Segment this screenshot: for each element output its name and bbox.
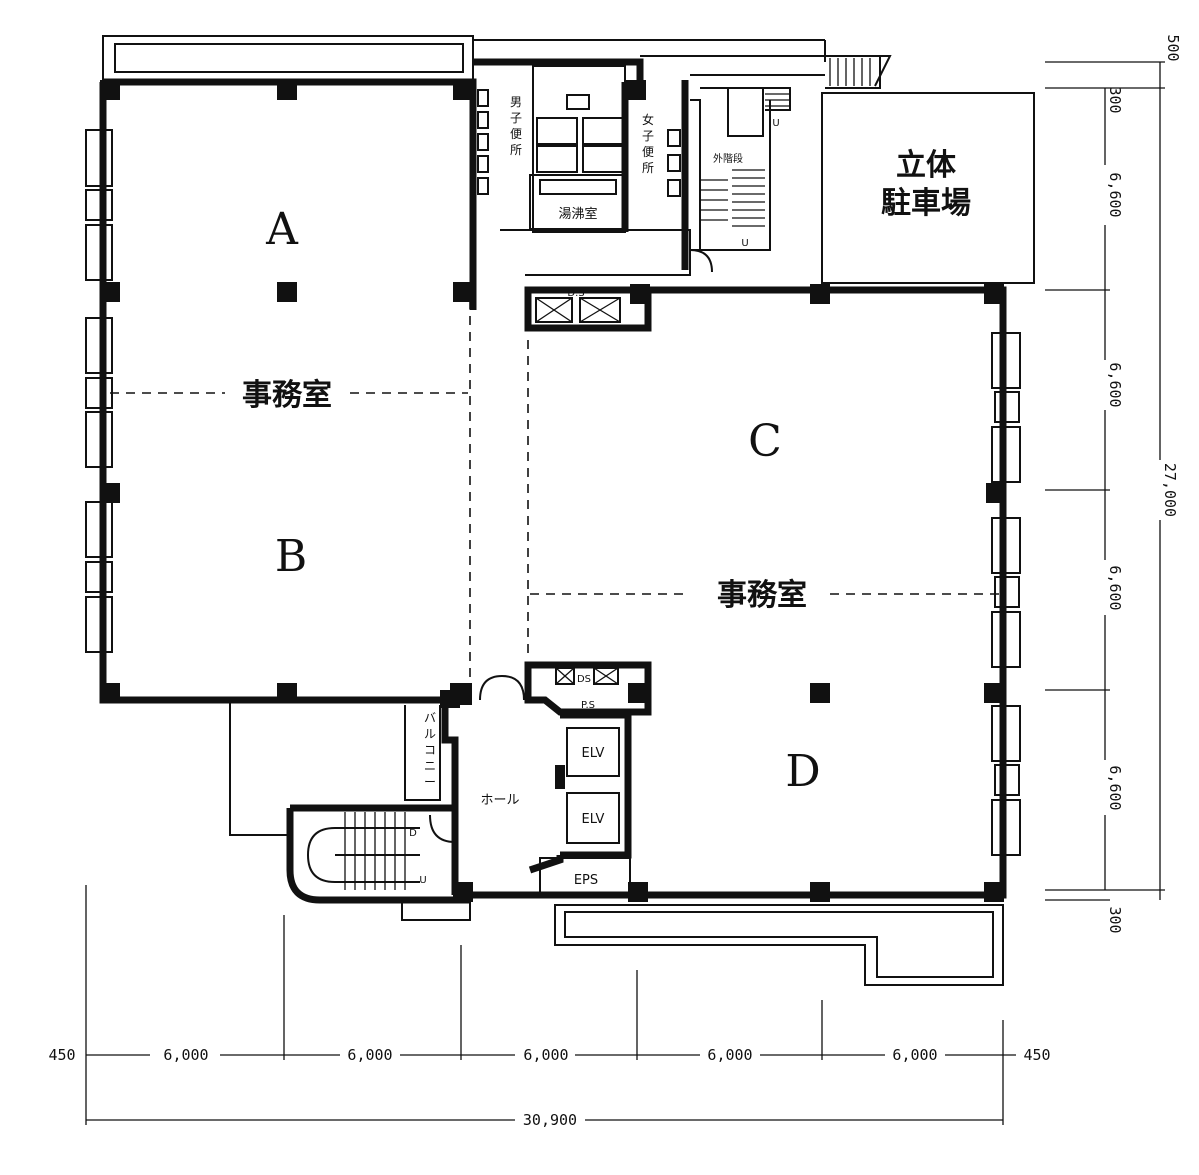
room-b-label: B <box>275 531 307 582</box>
dim-bottom-1: 6,000 <box>163 1046 208 1064</box>
column <box>100 483 120 503</box>
right-block: D.S C 事務室 D <box>472 284 1021 902</box>
dim-bottom-2: 6,000 <box>347 1046 392 1064</box>
dim-right-3: 6,600 <box>1106 362 1124 407</box>
parking: 立体 駐車場 <box>821 92 1035 284</box>
outer-stair-steps <box>700 58 871 227</box>
top-balcony-inner <box>114 43 464 73</box>
dim-bottom-total: 30,900 <box>523 1111 577 1129</box>
dimension-right: 500 300 6,600 6,600 6,600 6,600 300 27,0… <box>1045 34 1182 934</box>
ps-label: P.S <box>581 700 595 711</box>
column <box>277 80 297 100</box>
stair-up-label-1: U <box>772 118 779 129</box>
dim-right-6: 300 <box>1106 906 1124 933</box>
womens-stalls <box>667 129 681 197</box>
room-d-label: D <box>785 746 820 797</box>
column <box>100 683 120 703</box>
dim-right-5: 6,600 <box>1106 765 1124 810</box>
dimension-bottom: 450 6,000 6,000 6,000 6,000 6,000 450 30… <box>48 885 1051 1129</box>
urinals <box>477 89 489 195</box>
dim-right-0: 500 <box>1164 34 1182 61</box>
column <box>100 282 120 302</box>
dim-bottom-3: 6,000 <box>523 1046 568 1064</box>
balcony-label: バルコニー <box>424 711 436 789</box>
column <box>100 80 120 100</box>
wall-ab-top <box>103 78 477 310</box>
outer-stair-label: 外階段 <box>713 152 743 165</box>
stair-d-label: D <box>409 828 417 839</box>
dim-bottom-4: 6,000 <box>707 1046 752 1064</box>
lower-core: DS P.S ELV ELV EPS ホール バルコニー D <box>229 661 652 921</box>
right-windows <box>991 332 1021 856</box>
toilet-core: 男子便所 女子便所 湯沸室 <box>473 39 826 276</box>
room-a-label: A <box>265 204 299 255</box>
parking-outline <box>821 92 1035 284</box>
stair-wall <box>286 804 470 904</box>
dim-bottom-0: 450 <box>48 1046 75 1064</box>
womens-toilet-label: 女子便所 <box>642 112 654 175</box>
ds-top-label: D.S <box>567 288 584 299</box>
left-block: A 事務室 B <box>85 35 477 705</box>
dim-right-total: 27,000 <box>1161 463 1179 517</box>
office-left-label: 事務室 <box>242 378 332 413</box>
parking-label-1: 立体 <box>896 148 957 183</box>
ds-shaft-top <box>524 286 652 332</box>
ds-mid-label: DS <box>577 674 591 685</box>
dim-bottom-6: 450 <box>1023 1046 1050 1064</box>
eps-label: EPS <box>574 873 598 888</box>
top-balcony <box>102 35 474 81</box>
column <box>453 282 473 302</box>
outer-stair: 外階段 U U <box>640 55 892 273</box>
dim-right-2: 6,600 <box>1106 172 1124 217</box>
office-right-label: 事務室 <box>717 578 807 613</box>
janitor-label: 湯沸室 <box>558 206 597 222</box>
column <box>277 683 297 703</box>
parking-label-2: 駐車場 <box>881 186 971 221</box>
column <box>277 282 297 302</box>
eps-room <box>539 857 631 897</box>
bottom-balcony <box>554 904 1004 986</box>
hall-label: ホール <box>480 793 519 808</box>
column <box>453 80 473 100</box>
elevator-2 <box>566 792 620 844</box>
elevator-1 <box>566 727 620 777</box>
stair-up-label-3: U <box>419 875 426 886</box>
stair-steps <box>344 812 406 890</box>
elevator-2-label: ELV <box>582 812 605 827</box>
dim-right-1: 300 <box>1106 86 1124 113</box>
dim-bottom-5: 6,000 <box>892 1046 937 1064</box>
stair-up-label-2: U <box>741 238 748 249</box>
left-windows <box>85 129 113 653</box>
elevator-1-label: ELV <box>582 746 605 761</box>
dim-right-4: 6,600 <box>1106 565 1124 610</box>
mens-toilet-label: 男子便所 <box>510 95 522 157</box>
room-c-label: C <box>748 416 782 467</box>
